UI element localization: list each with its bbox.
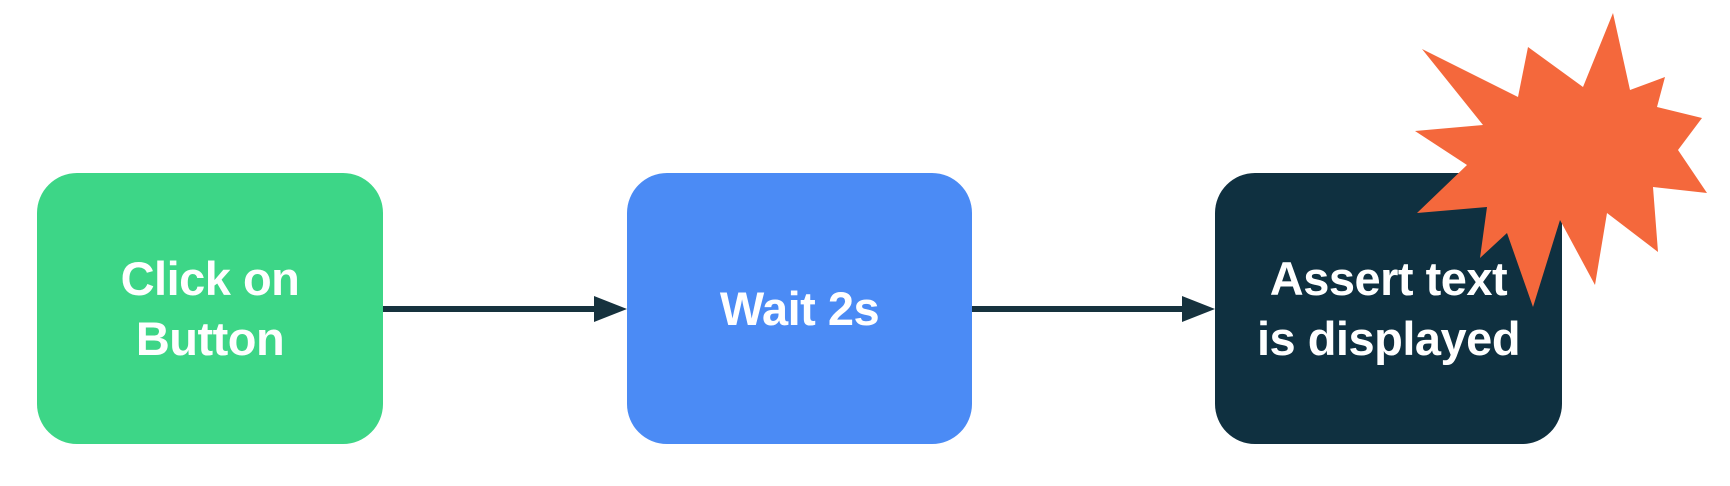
node-label-line: is displayed bbox=[1256, 311, 1521, 365]
node-wait-2s[interactable]: Wait 2s bbox=[627, 173, 972, 444]
node-label-line: Wait 2s bbox=[719, 281, 880, 335]
node-label-line: Button bbox=[135, 311, 285, 365]
arrowhead-icon bbox=[594, 296, 627, 322]
connector-arrow-1 bbox=[383, 296, 627, 322]
node-click-on-button[interactable]: Click on Button bbox=[37, 173, 383, 444]
node-assert-text[interactable]: Assert text is displayed bbox=[1215, 173, 1562, 444]
node-label-line: Assert text bbox=[1269, 251, 1508, 305]
arrowhead-icon bbox=[1182, 296, 1215, 322]
node-label-line: Click on bbox=[120, 251, 300, 305]
connector-arrow-2 bbox=[972, 296, 1215, 322]
